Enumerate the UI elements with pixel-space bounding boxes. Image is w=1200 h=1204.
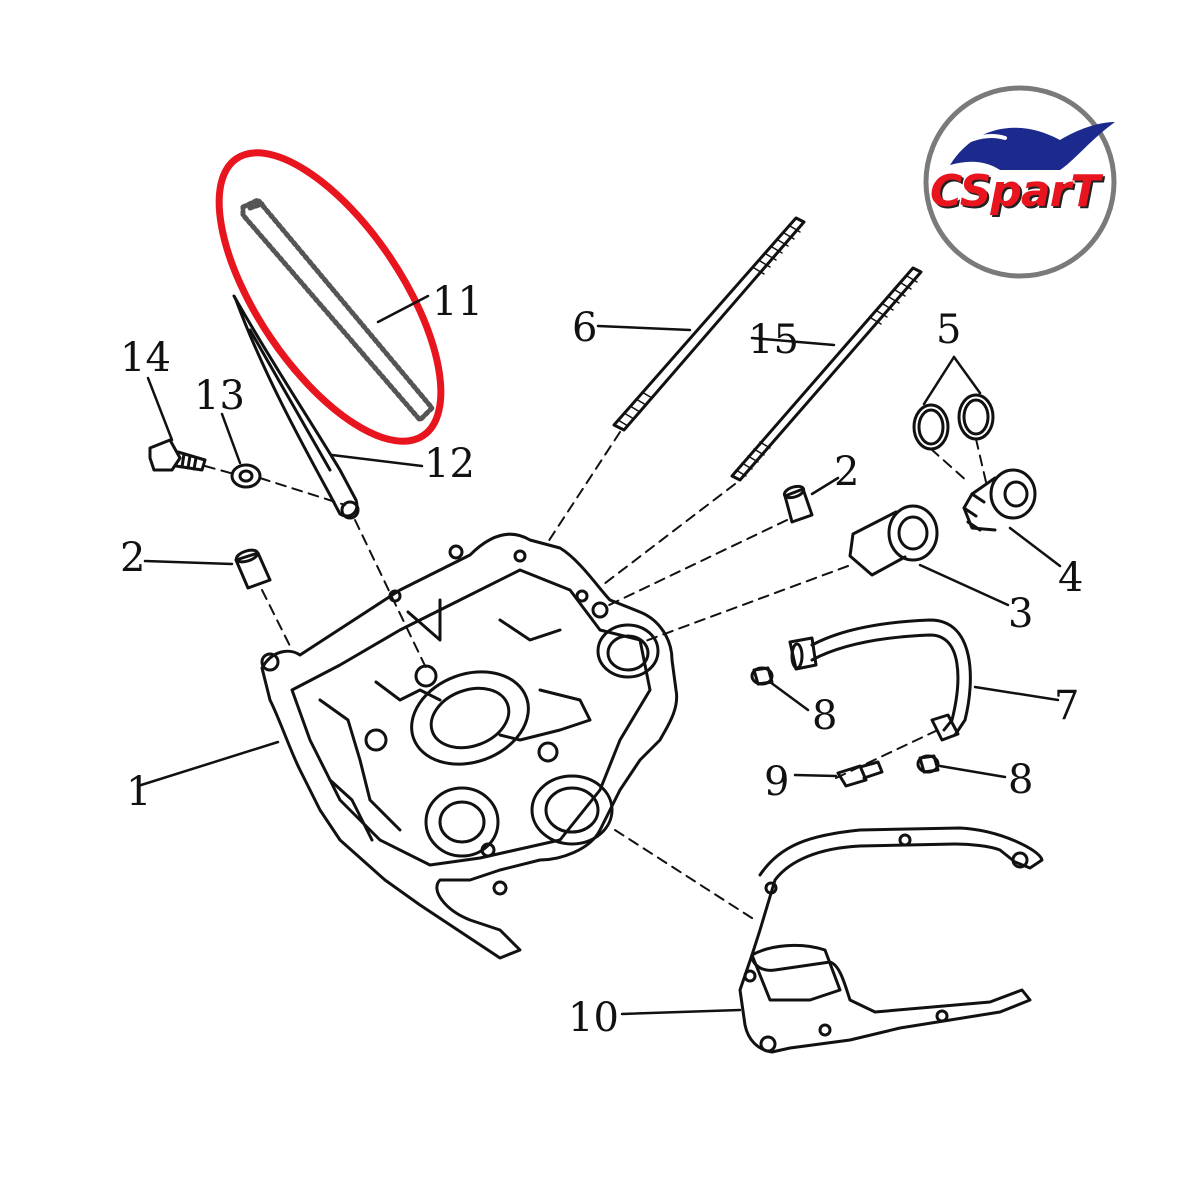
part-label-14: 14 <box>120 335 171 381</box>
gasket <box>738 826 1044 1054</box>
sleeve-cylinder <box>848 504 939 577</box>
part-label-5: 5 <box>936 307 962 353</box>
motorcycle-swoosh <box>950 122 1115 170</box>
chain-guide <box>232 294 360 520</box>
cam-chain <box>240 197 435 423</box>
oil-pipe <box>788 618 972 742</box>
crankcase-head <box>260 532 679 960</box>
dowel-pin-left <box>234 548 272 590</box>
o-rings <box>912 393 995 451</box>
washer <box>230 463 262 489</box>
dowel-pin-right <box>782 484 814 524</box>
part-label-3: 3 <box>1008 591 1034 637</box>
part-label-15: 15 <box>748 317 799 363</box>
part-label-13: 13 <box>194 373 245 419</box>
bolt <box>148 438 207 472</box>
screw <box>836 760 884 788</box>
leader-lines <box>136 294 1062 1016</box>
part-label-8b: 8 <box>1008 757 1034 803</box>
assembly-dash-lines <box>204 431 987 921</box>
brand-logo-text: CSparT <box>930 166 1100 217</box>
logo-ring <box>923 85 1117 279</box>
part-label-7: 7 <box>1054 683 1080 729</box>
swoosh-highlight <box>940 134 1007 162</box>
part-label-9: 9 <box>764 759 790 805</box>
part-label-8a: 8 <box>812 693 838 739</box>
stud-bolt-15 <box>730 266 923 482</box>
part-label-12: 12 <box>424 441 475 487</box>
part-label-10: 10 <box>568 995 619 1041</box>
part-label-6: 6 <box>572 305 598 351</box>
part-label-2a: 2 <box>120 535 146 581</box>
part-label-4: 4 <box>1058 555 1084 601</box>
brand-logo <box>923 85 1117 279</box>
screw-plugs <box>750 666 940 774</box>
part-label-2b: 2 <box>834 449 860 495</box>
part-label-1: 1 <box>126 769 152 815</box>
sealing-plug <box>962 468 1037 532</box>
highlight-ellipse <box>215 149 445 445</box>
part-label-11: 11 <box>432 279 483 325</box>
stud-bolt-6 <box>612 216 806 432</box>
